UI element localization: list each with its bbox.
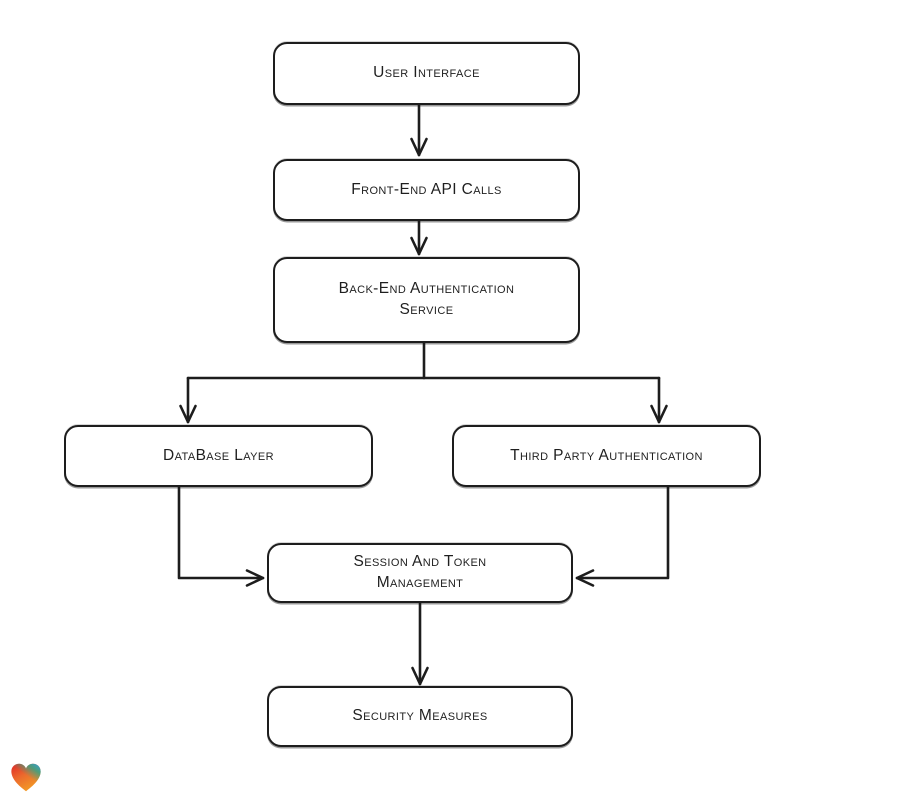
node-session-and-token-management[interactable]: Session And Token Management bbox=[267, 543, 573, 603]
node-database-layer[interactable]: DataBase Layer bbox=[64, 425, 373, 487]
node-back-end-authentication-service[interactable]: Back-End Authentication Service bbox=[273, 257, 580, 343]
edge-back-end-auth-service-to-third-party-auth bbox=[650, 376, 668, 424]
node-label: Session And Token Management bbox=[353, 553, 487, 591]
node-front-end-api-calls[interactable]: Front-End API Calls bbox=[273, 159, 580, 221]
edge-front-end-api-calls-to-back-end-auth-service bbox=[410, 219, 428, 256]
node-third-party-authentication[interactable]: Third Party Authentication bbox=[452, 425, 761, 487]
node-label: Front-End API Calls bbox=[351, 180, 502, 198]
node-label: DataBase Layer bbox=[163, 446, 274, 464]
node-security-measures[interactable]: Security Measures bbox=[267, 686, 573, 747]
gradient-heart-icon[interactable] bbox=[9, 761, 43, 794]
node-label: Back-End Authentication Service bbox=[338, 280, 515, 318]
edge-third-party-auth-to-session-token-mgmt bbox=[575, 485, 670, 587]
node-label: User Interface bbox=[373, 64, 480, 82]
node-user-interface[interactable]: User Interface bbox=[273, 42, 580, 105]
node-label: Security Measures bbox=[352, 707, 488, 725]
edge-back-end-auth-service-to-database-layer bbox=[179, 341, 661, 424]
edge-user-interface-to-front-end-api-calls bbox=[410, 103, 428, 157]
node-label: Third Party Authentication bbox=[510, 446, 703, 464]
edge-database-layer-to-session-token-mgmt bbox=[177, 485, 265, 587]
edge-session-token-mgmt-to-security-measures bbox=[411, 601, 429, 686]
